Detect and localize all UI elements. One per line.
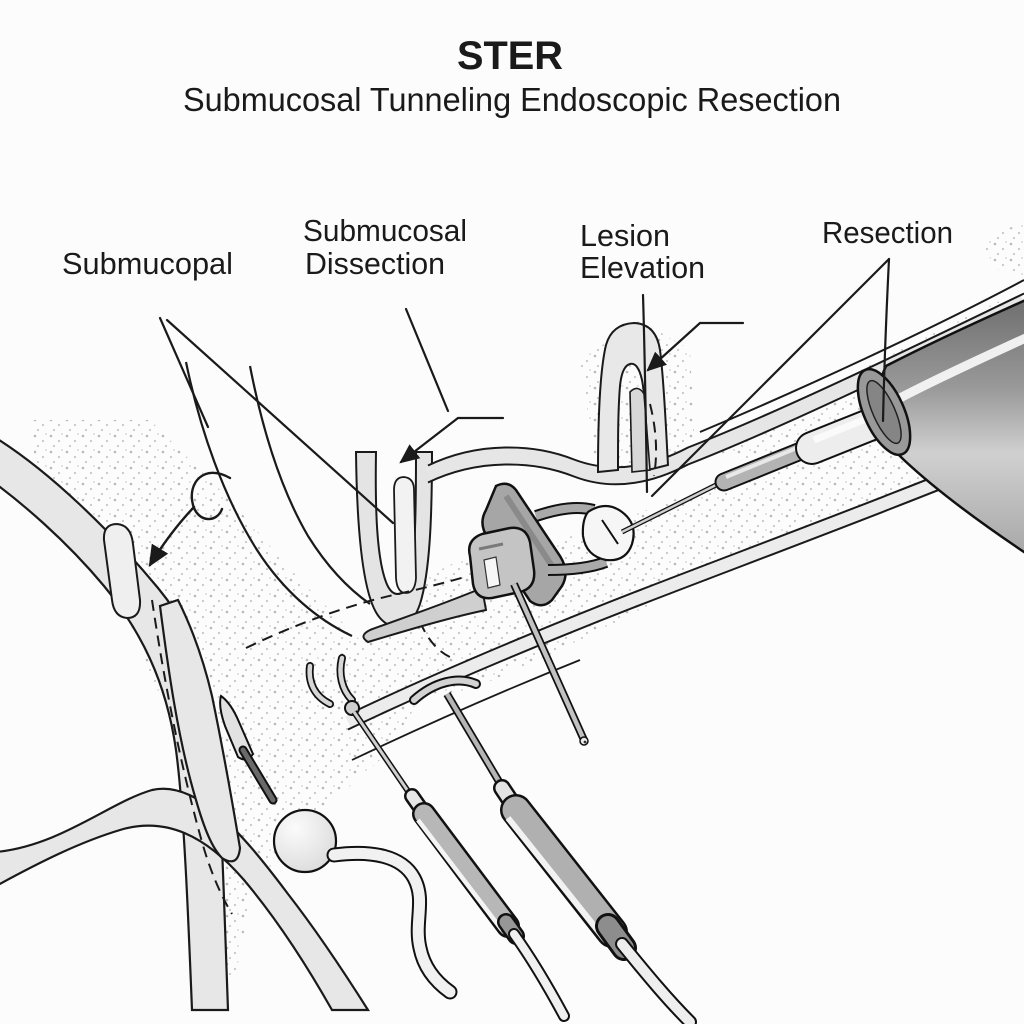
leader-submucosal-flap-long <box>165 318 395 525</box>
page-title: STER <box>457 34 563 78</box>
lesion <box>581 504 635 562</box>
leader-resection-right <box>881 257 891 423</box>
label-lesion-elevation-line1: Lesion <box>580 218 670 253</box>
leader-dissection-elbow <box>399 416 505 464</box>
label-submucosal-dissection-line2: Dissection <box>305 246 445 281</box>
leader-dissection <box>404 307 450 413</box>
label-lesion-elevation-line2: Elevation <box>580 250 705 285</box>
accessory-tube <box>362 586 488 644</box>
leader-submucosal-flap <box>158 316 210 429</box>
ball-tip <box>272 808 338 874</box>
endoscope <box>620 299 1024 554</box>
leader-resection-left <box>650 257 891 498</box>
leader-flap-curl <box>190 471 232 521</box>
mucosa-edge-line <box>184 361 353 637</box>
label-submucosal-flap: Submucopal <box>62 246 233 281</box>
leader-flap-swoop <box>148 505 196 568</box>
label-resection: Resection <box>822 215 953 250</box>
clip-applier-device <box>468 482 635 746</box>
outer-wall-line <box>699 279 1024 433</box>
dissected-flap <box>158 598 242 863</box>
lower-left-wall-band <box>0 787 370 1012</box>
leader-elevation <box>641 293 649 494</box>
page-subtitle: Submucosal Tunneling Endoscopic Resectio… <box>183 81 841 118</box>
clip-hub <box>468 526 536 600</box>
leader-elevation-elbow <box>646 321 745 372</box>
fork-grasper-tool <box>305 654 570 1022</box>
mucosa-edge-line <box>248 365 371 605</box>
scope-highlight <box>897 333 1024 402</box>
entrance-inner-finger <box>393 476 417 594</box>
label-submucosal-dissection-line1: Submucosal <box>303 213 467 248</box>
leader-lines <box>148 257 891 568</box>
t-handle-snare-tool <box>409 675 697 1024</box>
ball-tip-catheter <box>219 694 458 1000</box>
clip-hub-slot <box>483 556 501 589</box>
left-branch-fold <box>102 522 142 620</box>
annotation-labels: STER Submucosal Tunneling Endoscopic Res… <box>62 34 953 285</box>
